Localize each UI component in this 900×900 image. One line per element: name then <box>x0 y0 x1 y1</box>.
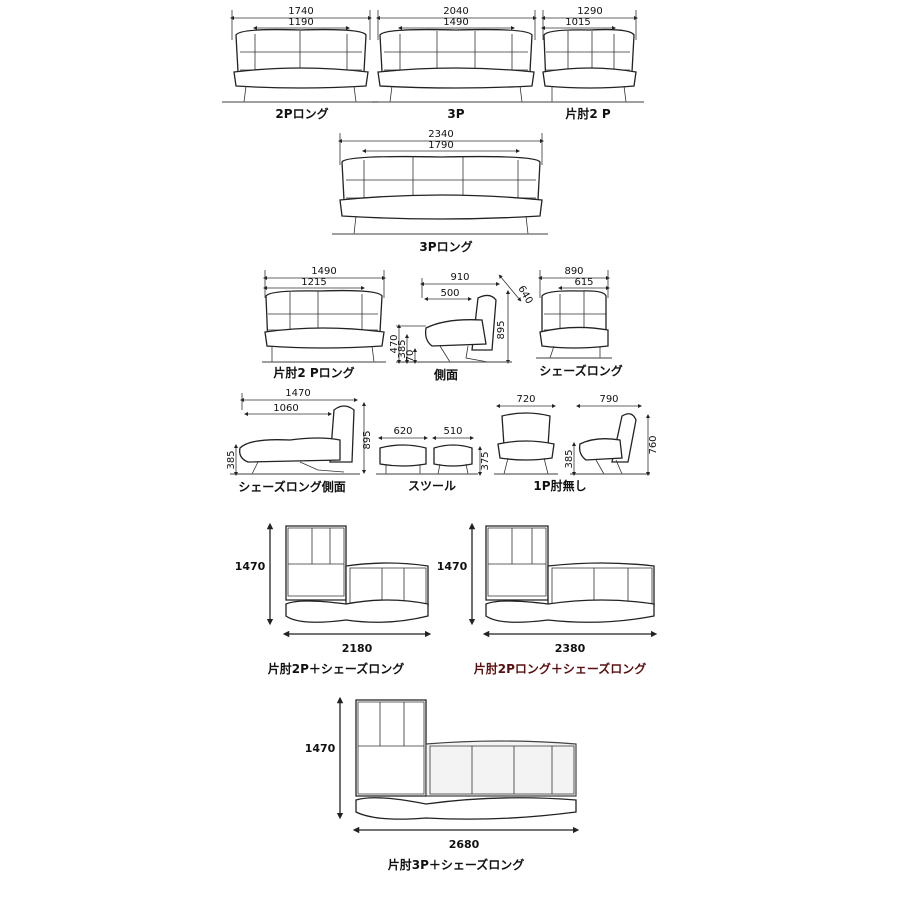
label-kata2p-long: 片肘2 Pロング <box>273 365 354 380</box>
dim-seat-depth: 500 <box>440 288 459 299</box>
dim-leg-height: 70 <box>405 350 416 363</box>
label-chaise-front: シェーズロング <box>539 363 622 378</box>
dim-seat-height: 385 <box>397 339 408 358</box>
combo-label: 片肘2P＋シェーズロング <box>268 661 405 676</box>
dim-seat-depth: 1060 <box>273 403 298 414</box>
label-armless: 1P肘無し <box>533 478 586 493</box>
dim-height: 895 <box>362 430 373 449</box>
dim-armless-depth: 790 <box>599 394 618 405</box>
combo-kata2p-long-chaise: 1470 2380 片肘2Pロング＋シェーズロング <box>437 522 658 676</box>
label-side: 側面 <box>433 367 458 382</box>
dim-seat-height: 385 <box>226 450 237 469</box>
chaise-side-view: 1470 1060 895 385 シェーズロング側面 <box>226 388 373 494</box>
label-3p: 3P <box>447 107 464 121</box>
dim-armless-height: 760 <box>648 435 659 454</box>
combo-kata3p-chaise: 1470 2680 片肘3P＋シェーズロング <box>305 696 580 872</box>
front-view-kata2p-long: 1490 1215 片肘2 Pロング <box>262 266 386 380</box>
dim-outer: 1490 <box>311 266 336 277</box>
combo-width: 2180 <box>342 642 373 655</box>
dim-armless-seat-height: 385 <box>564 449 575 468</box>
dim-outer: 890 <box>564 266 583 277</box>
dim-stool-w2: 510 <box>443 426 462 437</box>
dim-outer: 1290 <box>577 6 602 17</box>
combo-label: 片肘2Pロング＋シェーズロング <box>474 661 647 676</box>
front-view-chaise: 890 615 シェーズロング <box>536 266 623 378</box>
dim-back-angle: 640 <box>515 284 534 306</box>
front-view-3p: 2040 1490 3P <box>372 6 540 121</box>
combo-width: 2680 <box>449 838 480 851</box>
stool-views: 620 510 375 スツール <box>376 426 491 493</box>
dim-inner: 1790 <box>428 140 453 151</box>
front-view-2p-long: 1740 1190 2Pロング <box>222 6 378 121</box>
dim-depth: 910 <box>450 272 469 283</box>
dim-arm-height: 470 <box>389 334 400 353</box>
dim-inner: 1490 <box>443 17 468 28</box>
dim-armless-width: 720 <box>516 394 535 405</box>
dim-outer: 2040 <box>443 6 468 17</box>
dim-depth: 1470 <box>285 388 310 399</box>
dim-inner: 1015 <box>565 17 590 28</box>
label-stool: スツール <box>408 479 456 493</box>
combo-depth: 1470 <box>437 560 468 573</box>
dim-stool-height: 375 <box>480 451 491 470</box>
side-view: 910 500 640 895 470 385 70 側面 <box>389 272 534 382</box>
combo-width: 2380 <box>555 642 586 655</box>
label-2p-long: 2Pロング <box>275 106 328 121</box>
combo-depth: 1470 <box>305 742 336 755</box>
front-view-kata2p: 1290 1015 片肘2 P <box>540 6 644 121</box>
label-kata2p: 片肘2 P <box>565 106 611 121</box>
combo-label: 片肘3P＋シェーズロング <box>388 857 525 872</box>
combo-kata2p-chaise: 1470 2180 片肘2P＋シェーズロング <box>235 522 432 676</box>
dim-outer: 1740 <box>288 6 313 17</box>
dim-stool-w1: 620 <box>393 426 412 437</box>
dim-inner: 1215 <box>301 277 326 288</box>
label-chaise-side: シェーズロング側面 <box>238 479 345 494</box>
dim-height: 895 <box>496 320 507 339</box>
combo-depth: 1470 <box>235 560 266 573</box>
front-view-3p-long: 2340 1790 3Pロング <box>332 129 548 254</box>
label-3p-long: 3Pロング <box>419 239 472 254</box>
dim-outer: 2340 <box>428 129 453 140</box>
armless-views: 720 790 385 760 1P肘無し <box>494 394 659 493</box>
dim-inner: 615 <box>574 277 593 288</box>
dim-inner: 1190 <box>288 17 313 28</box>
